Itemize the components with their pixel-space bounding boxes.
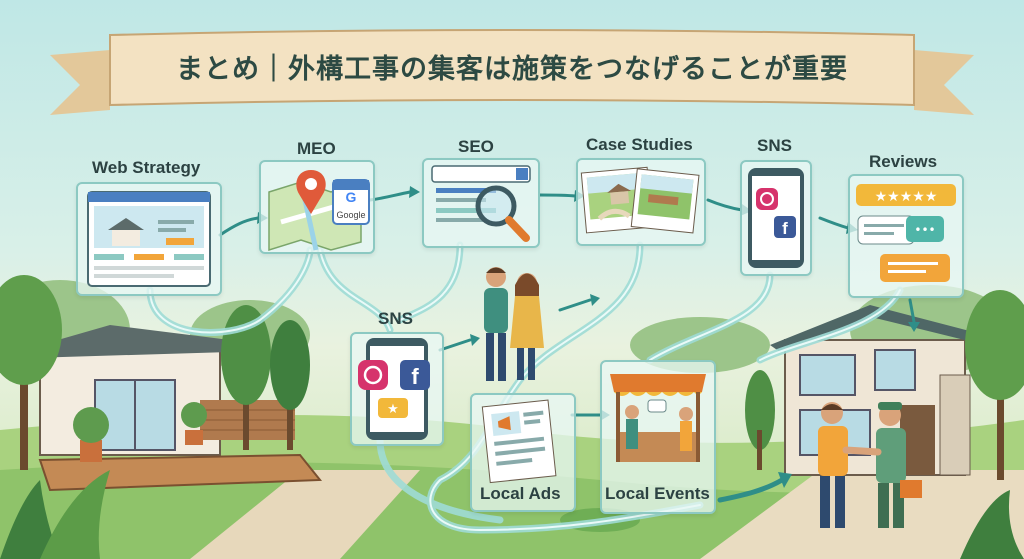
phone-icon: f xyxy=(748,168,804,268)
reviews-label: Reviews xyxy=(869,152,938,171)
map-pin-icon xyxy=(296,170,326,214)
sns-center-card[interactable]: f ★ xyxy=(350,332,444,446)
phone-icon: f ★ xyxy=(358,338,430,440)
seo-card[interactable] xyxy=(422,158,540,248)
google-label: Google xyxy=(336,210,365,220)
arrow-icon xyxy=(558,298,592,312)
chat-bubble-icon xyxy=(880,254,950,282)
facebook-icon xyxy=(774,216,796,238)
case-studies-card[interactable] xyxy=(576,158,706,246)
map-icon: G Google xyxy=(268,170,370,252)
website-icon xyxy=(87,191,211,287)
arrow-icon xyxy=(368,190,412,202)
flyer-icon xyxy=(481,399,557,484)
arrow-icon xyxy=(706,198,744,212)
sns-top-card[interactable]: f xyxy=(740,160,812,276)
arrow-icon xyxy=(818,216,850,230)
reviews-icon: ★★★★★ ••• xyxy=(856,184,956,282)
local-ads-label: Local Ads xyxy=(480,484,561,503)
photo-icon xyxy=(580,166,700,234)
local-events-card[interactable] xyxy=(600,360,716,514)
banner-title: まとめ｜外構工事の集客は施策をつなげることが重要 xyxy=(176,53,848,85)
svg-text:★: ★ xyxy=(387,402,399,417)
local-events-label: Local Events xyxy=(605,484,710,503)
sns-center-label: SNS xyxy=(378,309,413,328)
driveway xyxy=(700,470,1024,559)
svg-text:f: f xyxy=(782,219,788,238)
chat-bubble-icon xyxy=(906,216,944,242)
search-page-icon xyxy=(431,165,531,242)
reviews-card[interactable]: ★★★★★ ••• xyxy=(848,174,964,298)
svg-text:★★★★★: ★★★★★ xyxy=(875,189,938,205)
case-studies-label: Case Studies xyxy=(586,135,693,154)
svg-text:f: f xyxy=(411,364,419,389)
arrow-icon xyxy=(717,477,785,503)
right-trees xyxy=(745,290,1024,480)
connection-paths-inner xyxy=(149,244,901,532)
chat-bubble-icon xyxy=(857,215,915,245)
star-rating-icon xyxy=(856,184,956,206)
web-strategy-card[interactable] xyxy=(76,182,222,296)
web-strategy-label: Web Strategy xyxy=(92,158,201,177)
title-banner xyxy=(50,29,974,115)
meo-card[interactable]: G Google xyxy=(259,160,375,254)
walkway xyxy=(190,470,420,559)
local-ads-card[interactable] xyxy=(470,393,576,512)
market-stall-icon xyxy=(610,374,706,462)
house-icon xyxy=(108,218,144,230)
couple-figures xyxy=(484,267,544,381)
arrow-icon xyxy=(538,193,577,198)
seo-label: SEO xyxy=(458,137,494,156)
instagram-icon xyxy=(756,188,778,210)
handshake-figures xyxy=(818,402,922,528)
svg-text:•••: ••• xyxy=(914,223,935,237)
sns-top-label: SNS xyxy=(757,136,792,155)
svg-text:G: G xyxy=(346,189,357,205)
arrow-icon xyxy=(218,216,260,237)
meo-label: MEO xyxy=(297,139,336,158)
instagram-icon xyxy=(358,360,388,390)
arrow-icon xyxy=(438,338,472,352)
arrow-icon xyxy=(908,298,916,324)
facebook-icon xyxy=(400,360,430,390)
magnifier-icon xyxy=(475,185,517,227)
